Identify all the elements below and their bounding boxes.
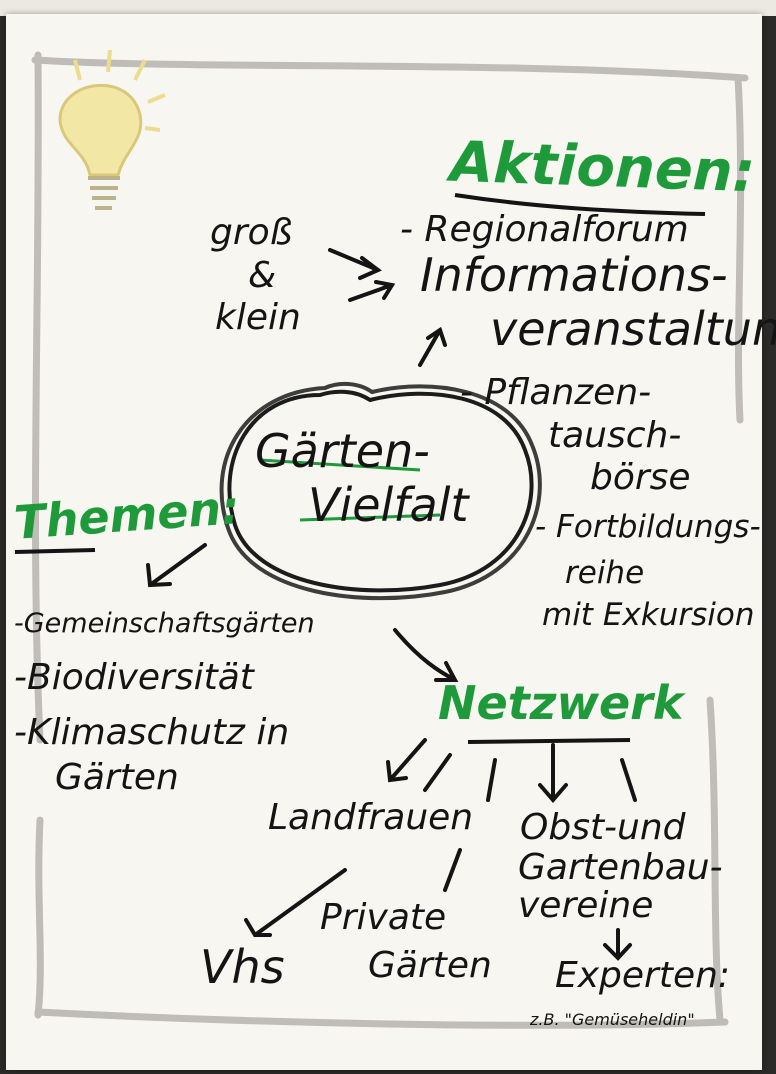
lightbulb-icon xyxy=(58,49,166,210)
netzwerk-item: Gärten xyxy=(368,945,492,986)
netzwerk-item: Vhs xyxy=(200,940,285,994)
themen-underline xyxy=(14,548,96,554)
arrow-icon xyxy=(146,248,637,961)
grey-frame xyxy=(31,51,749,1029)
netzwerk-heading: Netzwerk xyxy=(438,676,684,730)
aktionen-heading: Aktionen: xyxy=(448,129,757,206)
gross-label: groß xyxy=(210,212,293,253)
ampersand-label: & xyxy=(248,255,277,296)
aktionen-item: mit Exkursion xyxy=(542,597,755,633)
central-circle xyxy=(219,381,542,601)
aktionen-item: tausch- xyxy=(548,415,682,456)
flipchart-paper xyxy=(6,14,762,1070)
themen-item: -Klimaschutz in xyxy=(14,712,290,753)
aktionen-underline xyxy=(454,193,706,216)
klein-label: klein xyxy=(215,297,301,338)
themen-item: Gärten xyxy=(55,757,179,798)
themen-item: -Gemeinschaftsgärten xyxy=(14,608,315,639)
center-title: Gärten- xyxy=(255,424,430,478)
themen-item: -Biodiversität xyxy=(14,657,254,698)
netzwerk-item: Private xyxy=(320,897,447,938)
aktionen-item: reihe xyxy=(565,555,645,591)
aktionen-item: - Pflanzen- xyxy=(460,372,652,413)
green-accent xyxy=(299,513,441,522)
green-accent xyxy=(259,458,421,472)
aktionen-item: börse xyxy=(590,457,691,498)
netzwerk-item: Gartenbau- xyxy=(518,847,723,888)
netzwerk-item: Landfrauen xyxy=(268,797,474,838)
netzwerk-item: Obst-und xyxy=(520,807,686,848)
netzwerk-item: z.B. "Gemüseheldin" xyxy=(530,1010,695,1029)
center-title: Vielfalt xyxy=(308,478,469,532)
netzwerk-item: Experten: xyxy=(555,955,731,996)
aktionen-item: - Regionalforum xyxy=(400,209,689,250)
aktionen-item: Informations- xyxy=(420,248,728,302)
aktionen-item: veranstaltung xyxy=(490,302,776,356)
netzwerk-item: vereine xyxy=(518,885,654,926)
board-edge xyxy=(0,0,776,16)
netzwerk-underline xyxy=(467,738,631,744)
aktionen-item: - Fortbildungs- xyxy=(535,509,761,545)
